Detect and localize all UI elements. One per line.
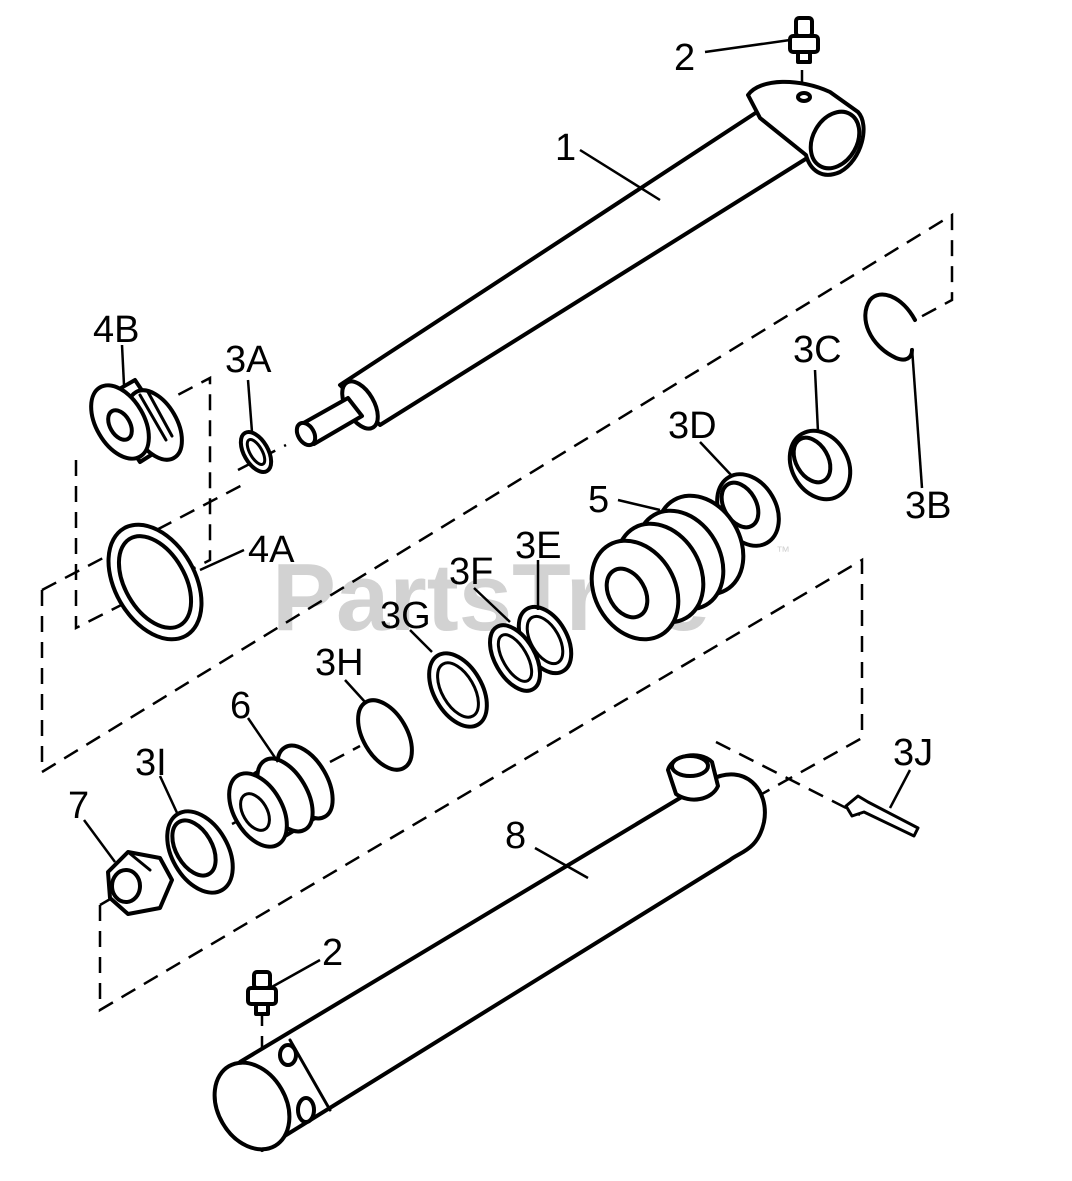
part-6-piston xyxy=(227,743,335,849)
part-7-nut xyxy=(106,850,174,916)
label-3d: 3D xyxy=(668,405,717,447)
label-6: 6 xyxy=(230,685,251,727)
part-3f-ring xyxy=(488,623,542,693)
label-3h: 3H xyxy=(315,642,364,684)
label-4a: 4A xyxy=(248,529,295,571)
part-3h-o-ring xyxy=(356,698,414,772)
label-3j: 3J xyxy=(893,732,933,774)
label-8: 8 xyxy=(505,815,526,857)
watermark-trademark: ™ xyxy=(776,543,790,559)
leader-lines xyxy=(82,38,924,990)
label-1: 1 xyxy=(555,127,576,169)
label-2-bottom: 2 xyxy=(322,932,343,974)
part-3a-o-ring xyxy=(238,430,274,474)
label-5: 5 xyxy=(588,479,609,521)
label-2-top: 2 xyxy=(674,37,695,79)
part-2-grease-fitting-bottom xyxy=(246,970,278,1016)
part-5-gland xyxy=(589,493,746,642)
label-3b: 3B xyxy=(905,485,951,527)
label-3f: 3F xyxy=(449,551,493,593)
label-3g: 3G xyxy=(380,595,431,637)
part-4a-lock-ring xyxy=(106,522,204,642)
part-8-barrel xyxy=(212,753,767,1152)
part-1-rod xyxy=(294,79,866,448)
label-4b: 4B xyxy=(93,309,139,351)
label-3a: 3A xyxy=(225,339,272,381)
part-3g-seal xyxy=(427,651,489,729)
label-3c: 3C xyxy=(793,329,842,371)
label-7: 7 xyxy=(68,785,89,827)
part-2-grease-fitting-top xyxy=(788,16,820,64)
label-3e: 3E xyxy=(515,525,561,567)
callout-labels: 2 1 4B 3A 3C 3D 3B 5 3E 4A 3F 3G 3H 6 3J… xyxy=(68,37,951,974)
part-3j-allen-wrench xyxy=(844,794,920,838)
part-3c-wiper xyxy=(787,428,853,502)
label-3i: 3I xyxy=(135,742,167,784)
part-3b-snap-ring xyxy=(863,292,917,362)
part-4b-threaded-nut xyxy=(89,378,184,464)
part-3i-seal xyxy=(165,809,235,895)
